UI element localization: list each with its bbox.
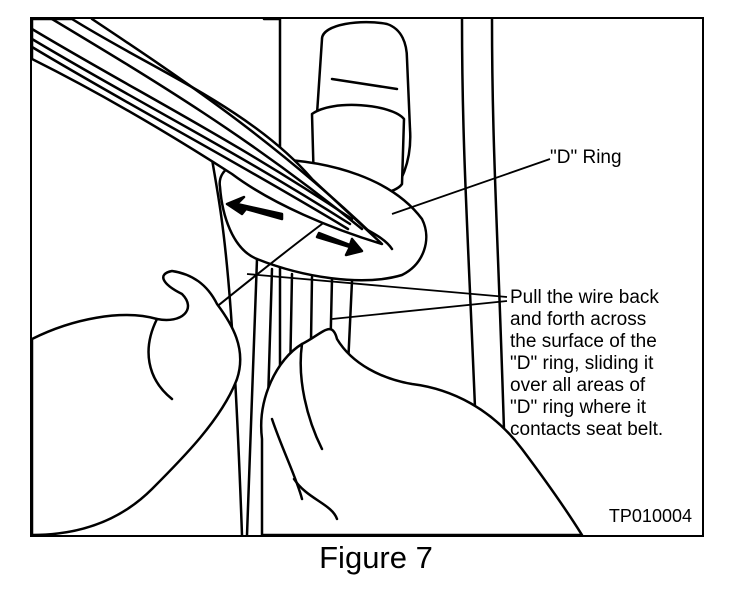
adjuster-slot	[330, 77, 399, 91]
figure-caption: Figure 7	[319, 540, 433, 575]
part-code: TP010004	[608, 506, 692, 526]
arrow-right	[315, 231, 364, 257]
left-hand	[32, 269, 242, 535]
d-ring-leader	[391, 158, 551, 215]
arrow-left	[225, 195, 284, 221]
right-hand	[259, 327, 584, 535]
instruction-callout: Pull the wire back and forth across the …	[510, 287, 664, 440]
seat-belt-webbing	[32, 19, 384, 246]
instruction-leader-upper	[246, 273, 508, 298]
instruction-leader-lower	[331, 300, 508, 320]
leader-lines	[246, 158, 551, 320]
pillar-left-edge	[210, 157, 244, 535]
seat-belt-d-ring-illustration	[32, 19, 584, 535]
figure-frame: "D" Ring Pull the wire back and forth ac…	[30, 17, 704, 537]
d-ring-callout: "D" Ring	[550, 147, 622, 168]
